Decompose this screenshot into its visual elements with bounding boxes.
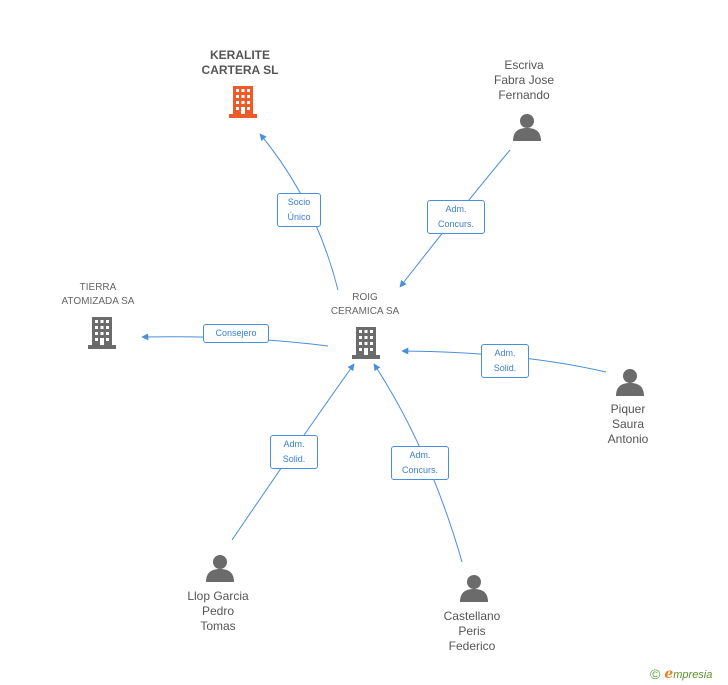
edge-label-llop-adm-solid: Adm. Solid.: [270, 435, 318, 469]
edge-label-piquer-adm-solid: Adm. Solid.: [481, 344, 529, 378]
escriva-person-icon[interactable]: [513, 114, 541, 141]
keralite-label[interactable]: KERALITE CARTERA SL: [201, 48, 279, 77]
castellano-person-icon[interactable]: [460, 575, 488, 602]
keralite-building-icon[interactable]: [229, 86, 257, 118]
tierra-label[interactable]: TIERRA ATOMIZADA SA: [61, 282, 135, 307]
roig-label[interactable]: ROIG CERAMICA SA: [330, 292, 400, 317]
edge-label-consejero: Consejero: [203, 324, 269, 343]
piquer-person-icon[interactable]: [616, 369, 644, 396]
escriva-label[interactable]: Escriva Fabra Jose Fernando: [493, 58, 555, 102]
edge-label-castellano-adm-concurs: Adm. Concurs.: [391, 446, 449, 480]
edge-label-escriva-adm-concurs: Adm. Concurs.: [427, 200, 485, 234]
tierra-building-icon[interactable]: [88, 317, 116, 349]
llop-label[interactable]: Llop Garcia Pedro Tomas: [187, 589, 249, 633]
footer-brand: © empresia: [650, 664, 712, 684]
piquer-label[interactable]: Piquer Saura Antonio: [607, 402, 649, 446]
edge-label-socio-unico: Socio Único: [277, 193, 321, 227]
llop-person-icon[interactable]: [206, 555, 234, 582]
copyright-symbol: ©: [650, 666, 661, 682]
castellano-label[interactable]: Castellano Peris Federico: [443, 609, 501, 653]
roig-building-icon[interactable]: [352, 327, 380, 359]
empresia-logo[interactable]: empresia: [664, 666, 713, 682]
